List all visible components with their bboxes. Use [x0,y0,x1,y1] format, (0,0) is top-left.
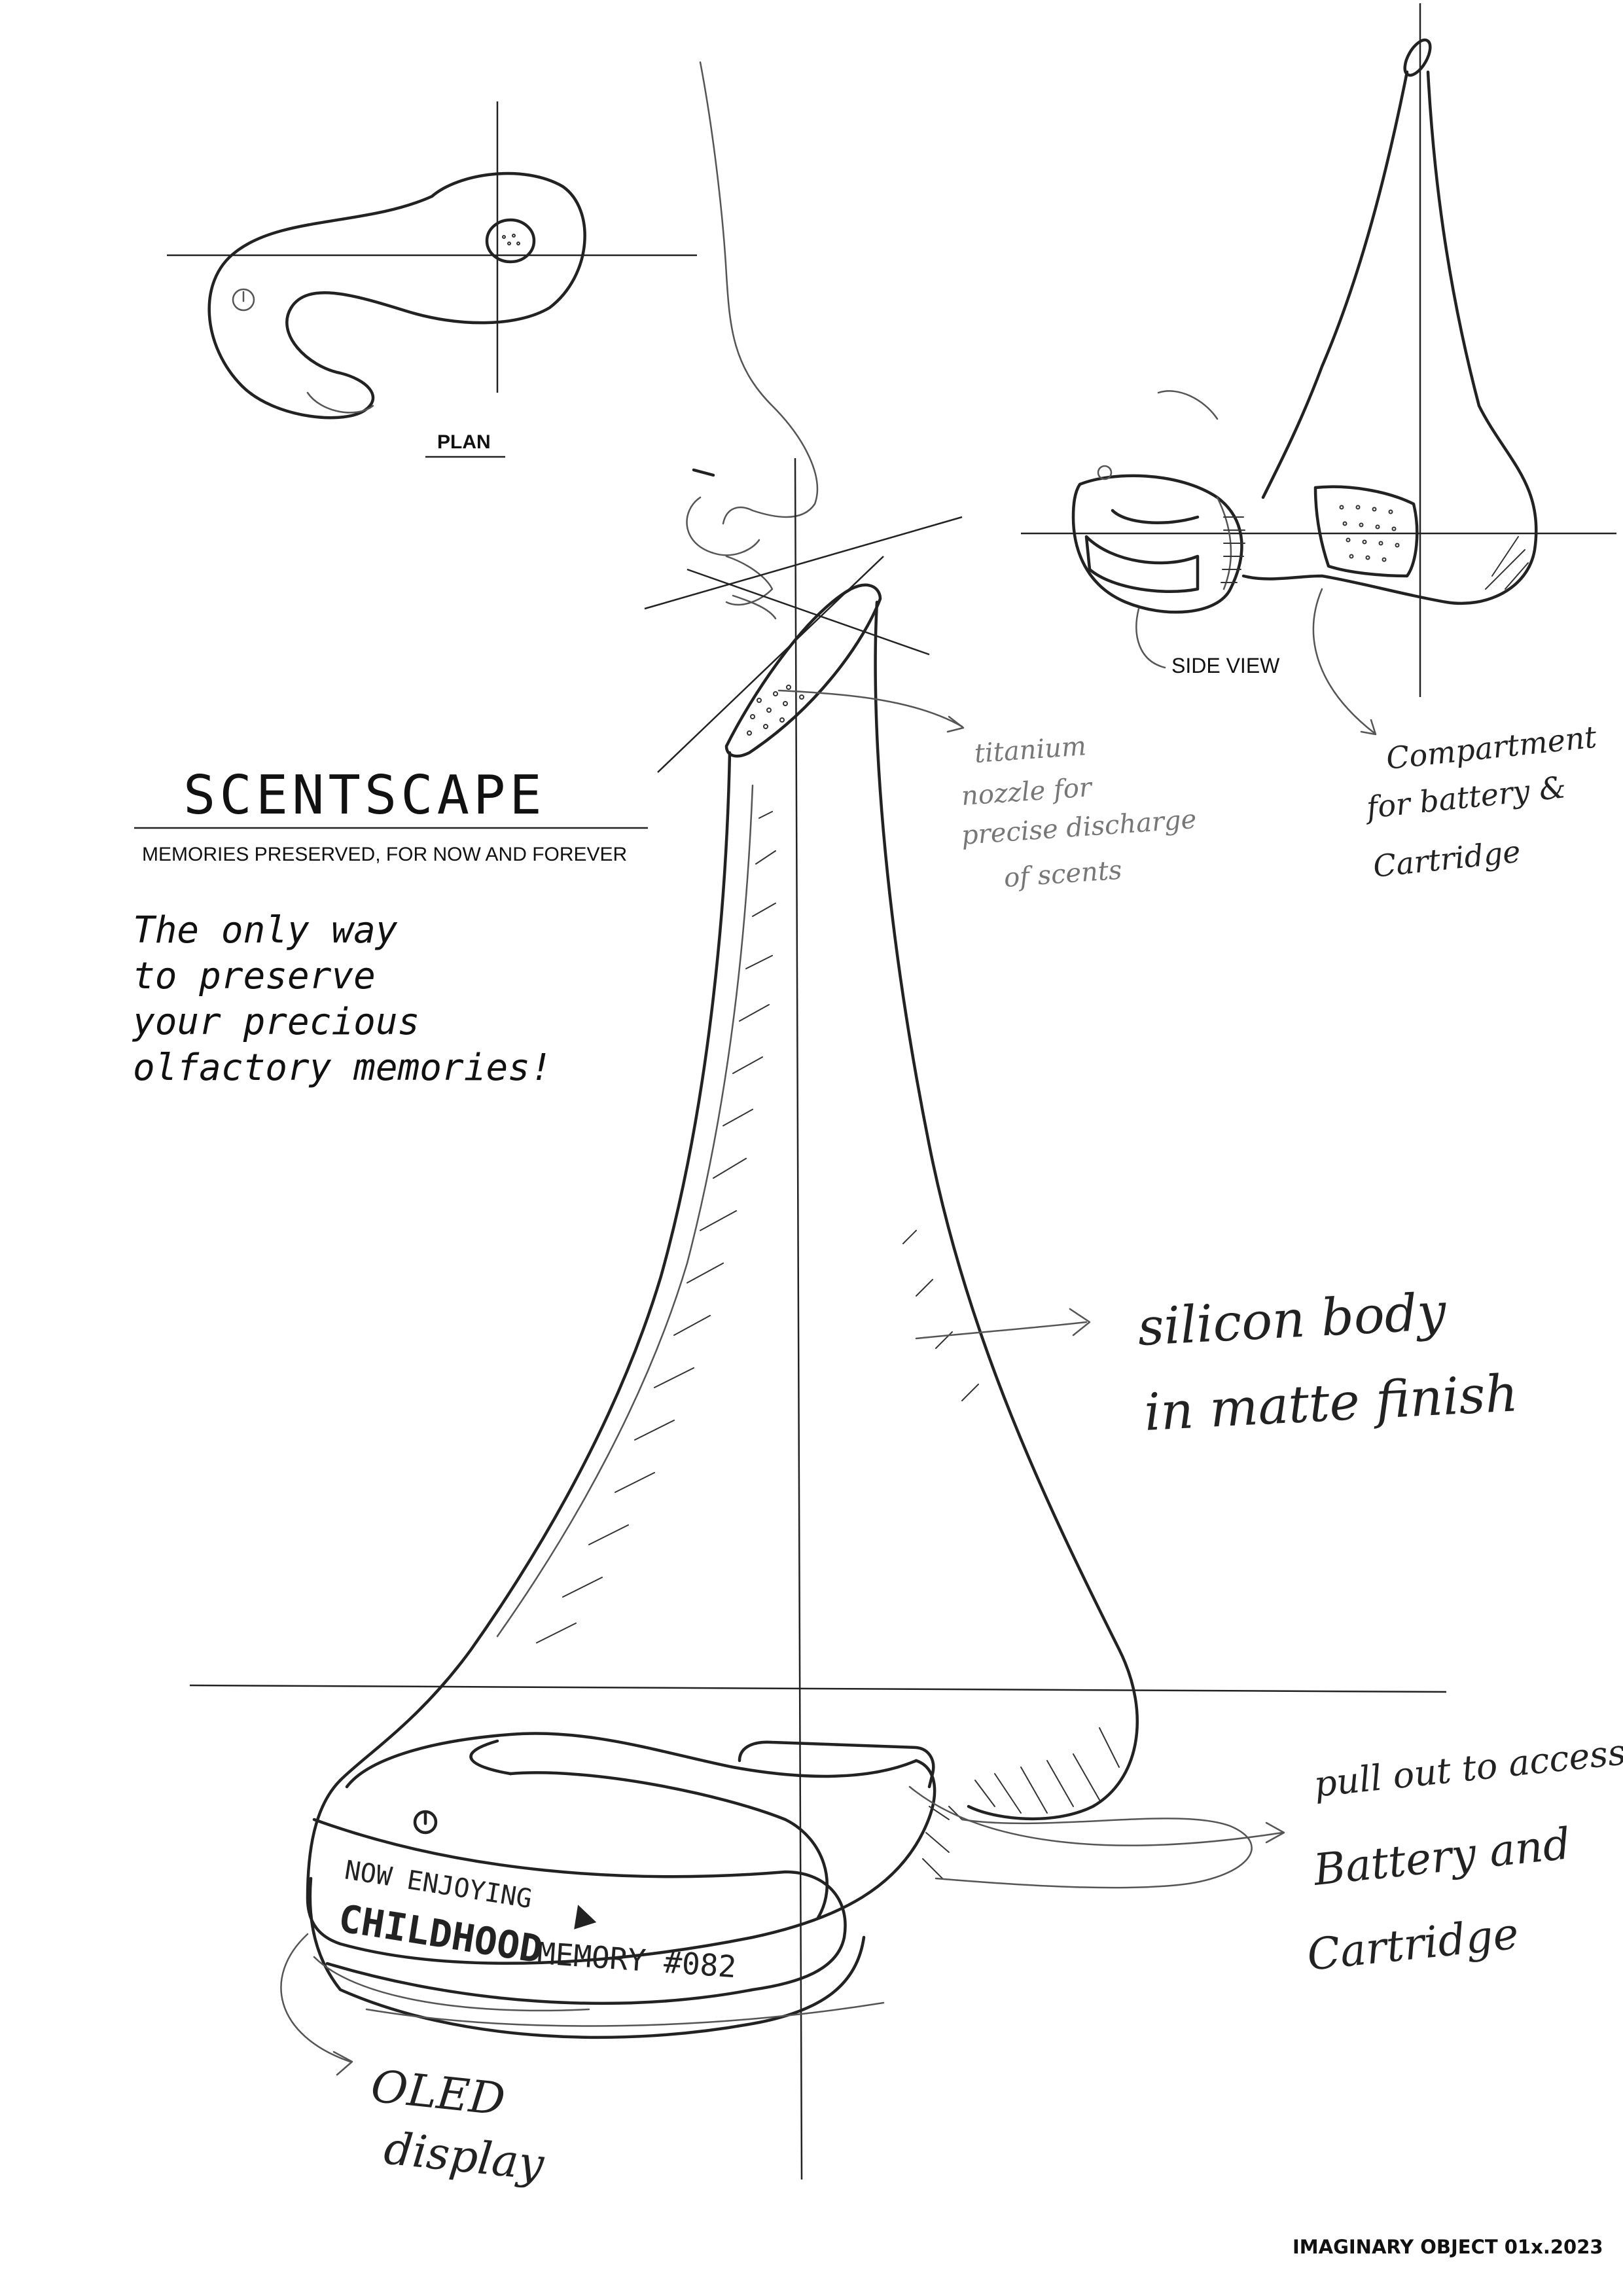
side-view-annotation-1: Compartment [1385,719,1599,776]
power-icon [413,1810,438,1835]
play-icon [574,1905,597,1929]
display-memory-number: MEMORY #082 [536,1935,738,1984]
main-product-sketch: NOW ENJOYING CHILDHOOD MEMORY #082 [189,457,1447,2180]
oled-annotation: OLED display [280,1933,547,2191]
nozzle-annotation-1: titanium [973,731,1087,769]
plan-view: PLAN [167,101,697,458]
pull-out-annotation-3: Cartridge [1305,1908,1521,1980]
power-icon [1097,465,1113,480]
nozzle-annotation-4: of scents [1003,855,1122,893]
oled-annotation-2: display [382,2123,547,2191]
nozzle-holes-icon [485,218,536,264]
pull-out-annotation-2: Battery and [1311,1818,1573,1895]
nozzle-annotation-2: nozzle for [960,772,1094,812]
side-view-annotation-3: Cartridge [1372,834,1522,884]
plan-label: PLAN [437,431,491,453]
body-annotation: silicon body in matte finish [915,1282,1520,1443]
arrow-icon [1312,588,1376,734]
body-annotation-1: silicon body [1136,1282,1448,1357]
tagline-line-4: olfactory memories! [133,1047,552,1089]
arrow-icon [915,1321,1088,1340]
brand-subtitle: MEMORIES PRESERVED, FOR NOW AND FOREVER [142,844,627,865]
arrow-icon [777,689,963,728]
face-profile [686,61,818,620]
nozzle-annotation-3: precise discharge [960,804,1197,851]
brand-title: SCENTSCAPE [183,764,546,827]
footer-label: IMAGINARY OBJECT 01x.2023 [1293,2236,1603,2258]
tagline-line-1: The only way [133,909,398,952]
nozzle-annotation: titanium nozzle for precise discharge of… [777,689,1198,893]
body-annotation-2: in matte finish [1143,1364,1519,1443]
side-view: SIDE VIEW Compartment for battery & Cart… [1021,3,1616,884]
oled-annotation-1: OLED [368,2060,507,2126]
arrow-icon [908,1785,1284,1846]
pull-out-annotation: pull out to access Battery and Cartridge [908,1731,1623,1981]
arrow-icon [280,1933,351,2063]
nozzle-holes-icon [747,685,804,736]
tagline-line-3: your precious [132,1001,419,1043]
brand-block: SCENTSCAPE MEMORIES PRESERVED, FOR NOW A… [132,764,648,1089]
power-icon [232,288,255,312]
pull-out-annotation-1: pull out to access [1312,1731,1623,1805]
tagline-line-2: to preserve [133,955,376,997]
side-view-annotation-2: for battery & [1363,769,1568,825]
side-view-label: SIDE VIEW [1171,654,1280,677]
